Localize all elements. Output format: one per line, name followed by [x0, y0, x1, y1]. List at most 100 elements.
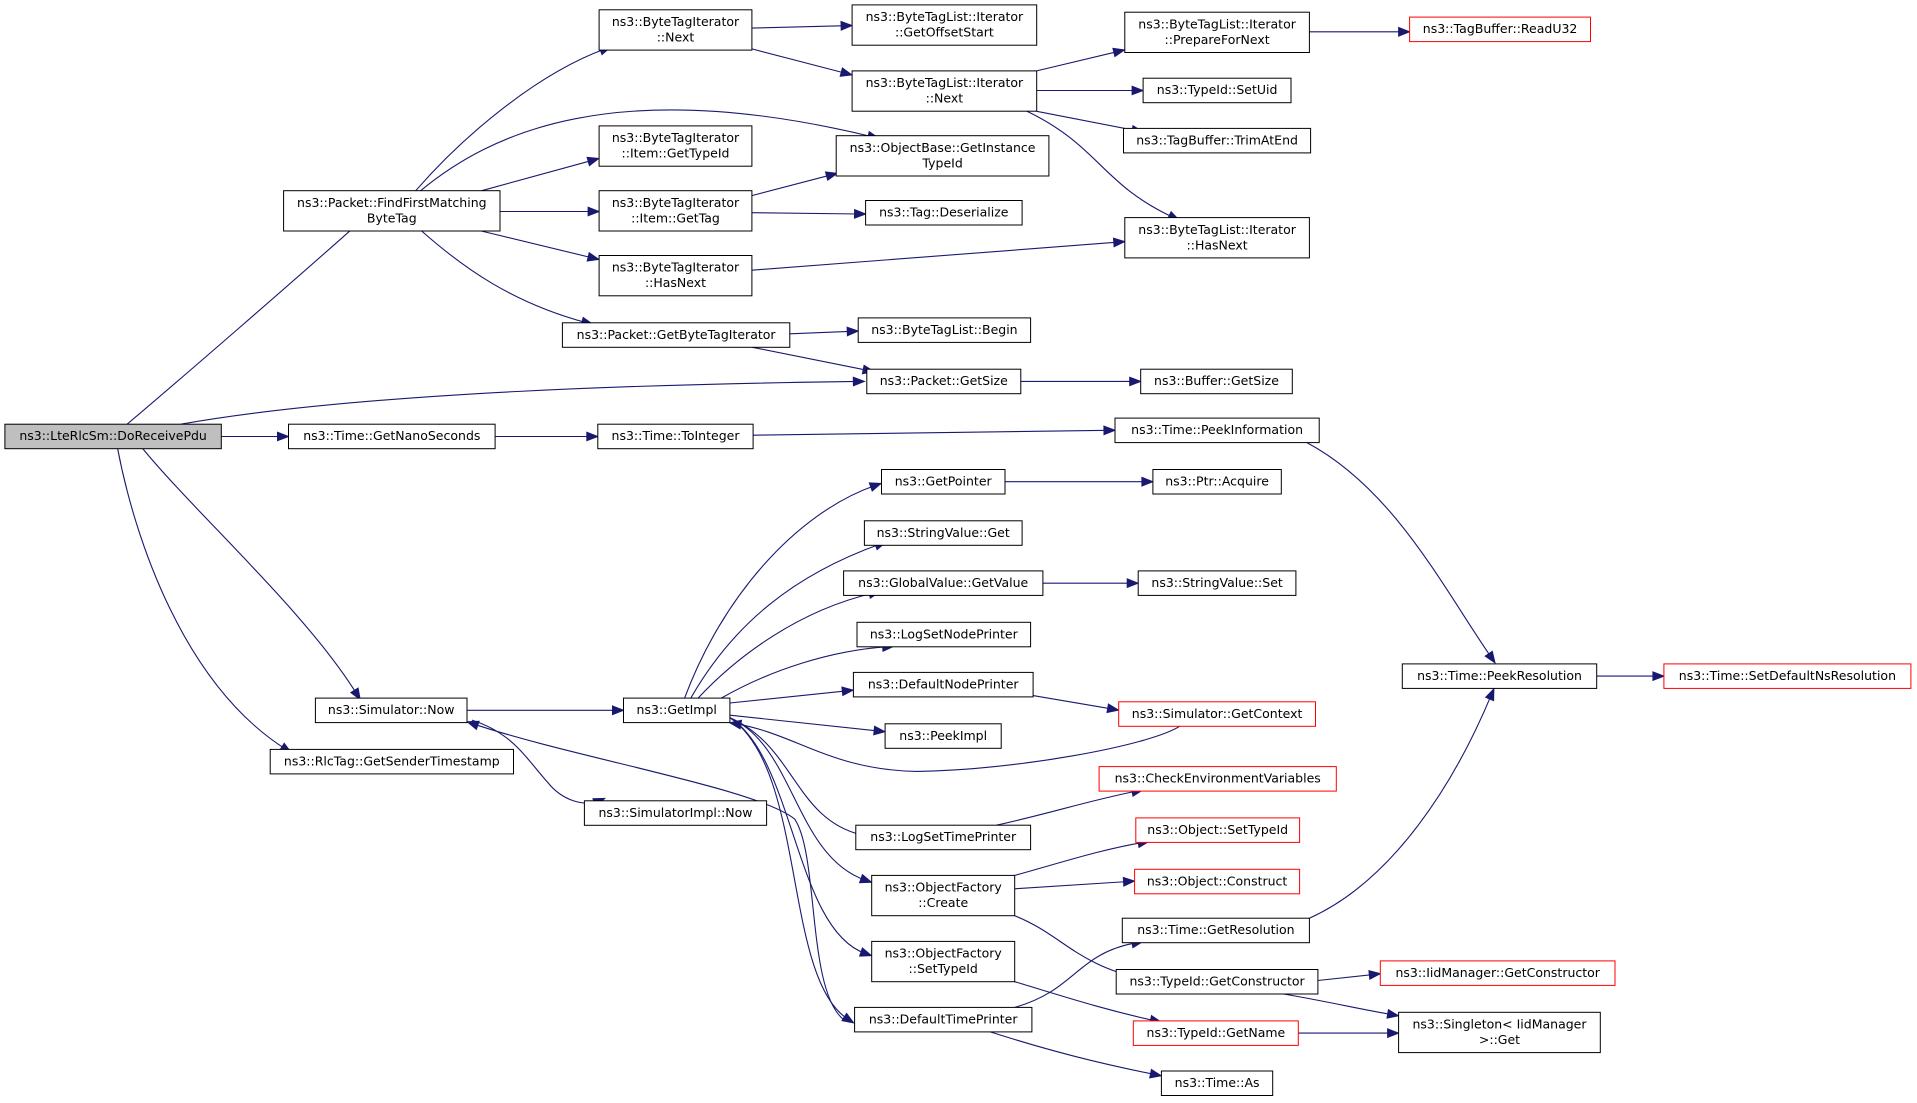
- node-label-line: ns3::SimulatorImpl::Now: [598, 805, 752, 820]
- function-node-btiItemType[interactable]: ns3::ByteTagIterator::Item::GetTypeId: [598, 125, 753, 167]
- function-node-rlcTag[interactable]: ns3::RlcTag::GetSenderTimestamp: [269, 748, 515, 775]
- function-node-getPointer[interactable]: ns3::GetPointer: [881, 469, 1006, 495]
- function-node-defNodePrinter[interactable]: ns3::DefaultNodePrinter: [852, 671, 1034, 698]
- edge-line: [751, 174, 832, 197]
- function-node-objConstruct[interactable]: ns3::Object::Construct: [1134, 868, 1301, 895]
- function-node-globalGetValue[interactable]: ns3::GlobalValue::GetValue: [843, 570, 1044, 596]
- edge-line: [1036, 50, 1119, 72]
- function-node-btlNext[interactable]: ns3::ByteTagList::Iterator::Next: [851, 70, 1038, 112]
- function-node-simGetContext[interactable]: ns3::Simulator::GetContext: [1118, 701, 1316, 727]
- function-node-btlOffset[interactable]: ns3::ByteTagList::Iterator::GetOffsetSta…: [851, 4, 1038, 46]
- call-edge-root-to-findFirst: [126, 216, 367, 425]
- function-node-typeGetCtor[interactable]: ns3::TypeId::GetConstructor: [1115, 969, 1319, 995]
- arrowhead: [841, 686, 855, 697]
- edge-line: [1014, 942, 1138, 1008]
- function-node-btiItemTag[interactable]: ns3::ByteTagIterator::Item::GetTag: [598, 190, 753, 232]
- call-edge-root-to-timeGetNano: [221, 431, 290, 442]
- call-edge-btlNext-to-typeSetUid: [1036, 85, 1145, 96]
- arrowhead: [586, 251, 601, 262]
- function-node-tagDeser[interactable]: ns3::Tag::Deserialize: [865, 200, 1023, 226]
- function-node-strValGet[interactable]: ns3::StringValue::Get: [863, 520, 1023, 546]
- function-node-objSetType[interactable]: ns3::Object::SetTypeId: [1135, 817, 1301, 843]
- edge-line: [471, 719, 600, 804]
- function-node-objFactCreate[interactable]: ns3::ObjectFactory::Create: [871, 874, 1016, 917]
- function-node-btiHasNext[interactable]: ns3::ByteTagIterator::HasNext: [598, 255, 753, 297]
- node-box: [561, 322, 791, 348]
- function-node-getImpl[interactable]: ns3::GetImpl: [623, 697, 731, 724]
- function-node-peekImpl[interactable]: ns3::PeekImpl: [884, 723, 1002, 749]
- function-node-ptrAcquire[interactable]: ns3::Ptr::Acquire: [1152, 469, 1282, 495]
- node-box: [871, 940, 1016, 983]
- function-node-defTimePrinter[interactable]: ns3::DefaultTimePrinter: [854, 1006, 1033, 1033]
- function-node-singletonGet[interactable]: ns3::Singleton< IidManager>::Get: [1398, 1011, 1601, 1054]
- function-node-logNodePrinter[interactable]: ns3::LogSetNodePrinter: [856, 621, 1032, 648]
- function-node-logTimePrinter[interactable]: ns3::LogSetTimePrinter: [855, 824, 1032, 851]
- call-edge-timeToInt-to-timePeekInfo: [753, 425, 1117, 436]
- function-node-bufGetSize[interactable]: ns3::Buffer::GetSize: [1140, 368, 1293, 395]
- function-node-typeGetName[interactable]: ns3::TypeId::GetName: [1132, 1020, 1299, 1046]
- arrowhead: [1131, 85, 1145, 96]
- function-node-timeToInt[interactable]: ns3::Time::ToInteger: [597, 423, 754, 450]
- node-box: [598, 255, 753, 297]
- edge-line: [1026, 110, 1174, 219]
- node-label-line: ns3::Ptr::Acquire: [1165, 474, 1269, 489]
- node-label-line: ::GetOffsetStart: [895, 25, 994, 40]
- call-edge-logTimePrinter-to-checkEnv: [996, 787, 1145, 826]
- function-node-timeAs[interactable]: ns3::Time::As: [1160, 1070, 1274, 1096]
- node-box: [1160, 1070, 1274, 1096]
- function-node-pktGetBti[interactable]: ns3::Packet::GetByteTagIterator: [561, 322, 791, 348]
- function-node-timeGetRes[interactable]: ns3::Time::GetResolution: [1121, 917, 1310, 944]
- edge-line: [1306, 442, 1492, 659]
- edge-line: [729, 717, 866, 881]
- function-node-simNow[interactable]: ns3::Simulator::Now: [314, 697, 468, 724]
- node-label-line: ::Create: [918, 895, 968, 910]
- node-box: [1132, 1020, 1299, 1046]
- node-label-line: ns3::GlobalValue::GetValue: [858, 575, 1028, 590]
- edge-line: [415, 48, 606, 192]
- function-node-btlBegin[interactable]: ns3::ByteTagList::Begin: [857, 317, 1032, 343]
- call-edge-btlNext-to-btlPrepare: [1036, 47, 1126, 72]
- node-box: [4, 423, 222, 450]
- function-node-iidGetCtor[interactable]: ns3::IidManager::GetConstructor: [1379, 960, 1616, 986]
- function-node-simImplNow[interactable]: ns3::SimulatorImpl::Now: [583, 800, 768, 826]
- arrowhead: [349, 687, 361, 701]
- function-node-timePeekInfo[interactable]: ns3::Time::PeekInformation: [1114, 417, 1320, 444]
- node-box: [871, 874, 1016, 917]
- node-box: [1121, 917, 1310, 944]
- function-node-timeGetNano[interactable]: ns3::Time::GetNanoSeconds: [288, 423, 496, 450]
- function-node-typeSetUid[interactable]: ns3::TypeId::SetUid: [1142, 77, 1292, 104]
- call-edge-simGetContext-to-getImpl: [728, 719, 1181, 772]
- function-node-objFactSetType[interactable]: ns3::ObjectFactory::SetTypeId: [871, 940, 1016, 983]
- edge-line: [1036, 110, 1138, 132]
- node-label-line: ns3::Object::SetTypeId: [1147, 822, 1288, 837]
- node-box: [1398, 1011, 1601, 1054]
- arrowhead: [841, 1012, 855, 1024]
- function-node-pktGetSize[interactable]: ns3::Packet::GetSize: [866, 368, 1022, 395]
- call-edge-findFirst-to-btiItemTag: [500, 206, 601, 217]
- function-node-btlHasNext[interactable]: ns3::ByteTagList::Iterator::HasNext: [1124, 217, 1310, 259]
- node-label-line: ns3::RlcTag::GetSenderTimestamp: [284, 753, 500, 768]
- function-node-checkEnv[interactable]: ns3::CheckEnvironmentVariables: [1098, 766, 1337, 792]
- call-edge-typeGetName-to-singletonGet: [1298, 1028, 1400, 1039]
- arrowhead: [1141, 476, 1155, 487]
- function-node-timeSetDefault[interactable]: ns3::Time::SetDefaultNsResolution: [1663, 663, 1912, 689]
- edge-line: [721, 646, 888, 699]
- edge-line: [729, 714, 880, 732]
- function-node-tagBufTrim[interactable]: ns3::TagBuffer::TrimAtEnd: [1123, 127, 1312, 154]
- call-edge-pktGetBti-to-btlBegin: [789, 326, 860, 337]
- function-node-strValSet[interactable]: ns3::StringValue::Set: [1137, 570, 1297, 596]
- node-label-line: ns3::DefaultNodePrinter: [868, 676, 1020, 691]
- node-box: [866, 368, 1022, 395]
- function-node-tagBufRead[interactable]: ns3::TagBuffer::ReadU32: [1409, 16, 1591, 43]
- function-node-timePeekRes[interactable]: ns3::Time::PeekResolution: [1401, 663, 1598, 689]
- node-label-line: ns3::GetImpl: [637, 702, 717, 717]
- node-label-line: ns3::ByteTagList::Iterator: [1138, 222, 1296, 237]
- edge-line: [996, 790, 1138, 826]
- function-node-btlPrepare[interactable]: ns3::ByteTagList::Iterator::PrepareForNe…: [1124, 11, 1310, 53]
- node-label-line: ns3::ByteTagIterator: [612, 195, 740, 210]
- function-node-root[interactable]: ns3::LteRlcSm::DoReceivePdu: [4, 423, 222, 450]
- node-box: [1137, 570, 1297, 596]
- function-node-btiNext[interactable]: ns3::ByteTagIterator::Next: [598, 9, 753, 51]
